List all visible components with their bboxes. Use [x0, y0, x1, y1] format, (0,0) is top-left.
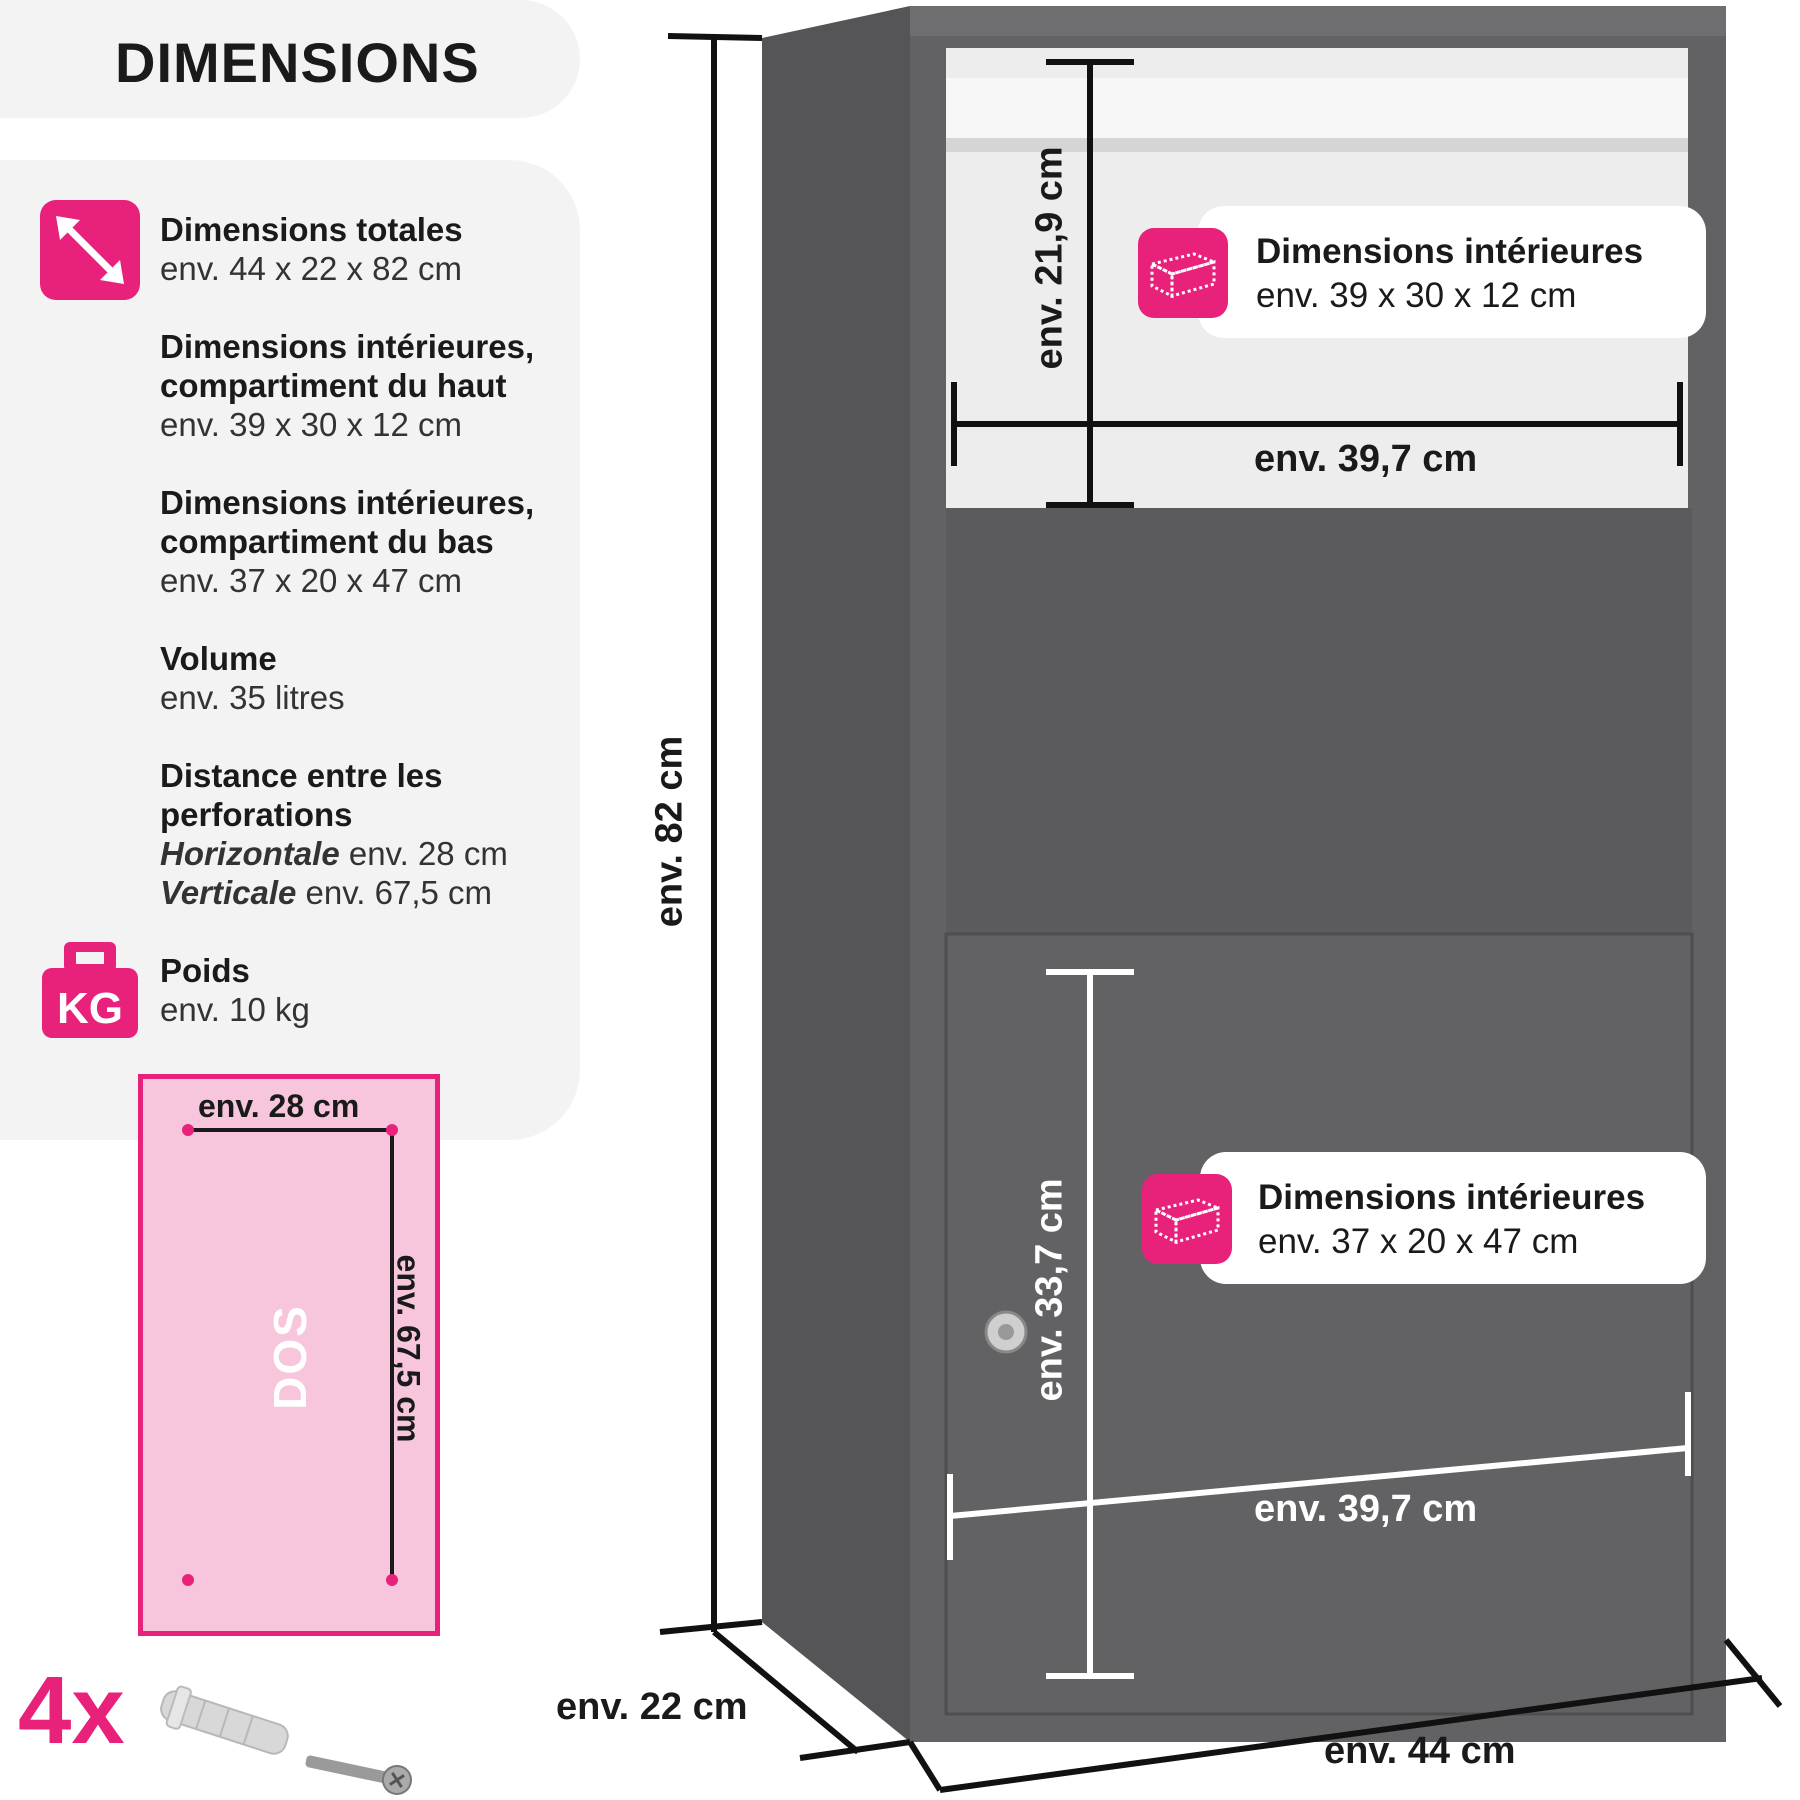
spec-value: env. 44 x 22 x 82 cm: [160, 250, 463, 287]
vertical-label: Verticale: [160, 874, 297, 911]
horizontal-value: env. 28 cm: [339, 835, 508, 872]
page-title: DIMENSIONS: [115, 31, 480, 94]
box-icon: [1138, 228, 1228, 318]
spec-heading: Volume: [160, 640, 277, 677]
weight-kg-icon: KG: [40, 940, 140, 1040]
width-total-label: env. 44 cm: [1324, 1730, 1516, 1772]
spec-value: env. 35 litres: [160, 679, 345, 716]
back-horizontal-label: env. 28 cm: [198, 1088, 360, 1124]
spec-top-compartment: Dimensions intérieures, compartiment du …: [160, 327, 534, 444]
spec-heading: Dimensions totales: [160, 211, 463, 248]
callout-top-compartment: Dimensions intérieures env. 39 x 30 x 12…: [1198, 206, 1706, 338]
spec-heading: Dimensions intérieures,: [160, 328, 535, 365]
weight-icon-text: KG: [57, 984, 123, 1033]
spec-horizontal: Horizontale env. 28 cm: [160, 834, 508, 873]
spec-heading: Poids: [160, 952, 250, 989]
diagonal-arrows-icon: [40, 200, 140, 300]
spec-perforations: Distance entre les perforations Horizont…: [160, 756, 508, 912]
spec-volume: Volume env. 35 litres: [160, 639, 345, 717]
box-icon: [1142, 1174, 1232, 1264]
spec-weight: Poids env. 10 kg: [160, 951, 310, 1029]
spec-bottom-compartment: Dimensions intérieures, compartiment du …: [160, 483, 534, 600]
vertical-value: env. 67,5 cm: [296, 874, 493, 911]
callout-heading: Dimensions intérieures: [1258, 1178, 1646, 1217]
bottom-width-label: env. 39,7 cm: [1254, 1488, 1478, 1530]
callout-bottom-compartment: Dimensions intérieures env. 37 x 20 x 47…: [1200, 1152, 1706, 1284]
back-diagram: [138, 1074, 440, 1636]
spec-value: env. 37 x 20 x 47 cm: [160, 562, 463, 599]
spec-total: Dimensions totales env. 44 x 22 x 82 cm: [160, 210, 463, 288]
callout-value: env. 39 x 30 x 12 cm: [1256, 276, 1577, 315]
depth-label: env. 22 cm: [556, 1686, 748, 1728]
wall-plug-screw-icon: [160, 1685, 412, 1795]
top-width-label: env. 39,7 cm: [1254, 438, 1478, 480]
spec-heading: perforations: [160, 796, 353, 833]
bottom-height-label: env. 33,7 cm: [1028, 1178, 1071, 1402]
spec-vertical: Verticale env. 67,5 cm: [160, 873, 508, 912]
spec-heading: compartiment du bas: [160, 523, 494, 560]
horizontal-label: Horizontale: [160, 835, 340, 872]
spec-heading: compartiment du haut: [160, 367, 507, 404]
callout-value: env. 37 x 20 x 47 cm: [1258, 1222, 1579, 1261]
spec-heading: Distance entre les: [160, 757, 443, 794]
spec-heading: Dimensions intérieures,: [160, 484, 535, 521]
height-total-label: env. 82 cm: [648, 735, 691, 928]
accessory-quantity: 4x: [18, 1657, 125, 1764]
spec-value: env. 10 kg: [160, 991, 310, 1028]
title-pill: [0, 0, 580, 118]
spec-value: env. 39 x 30 x 12 cm: [160, 406, 463, 443]
callout-heading: Dimensions intérieures: [1256, 232, 1644, 271]
top-height-label: env. 21,9 cm: [1028, 146, 1071, 370]
